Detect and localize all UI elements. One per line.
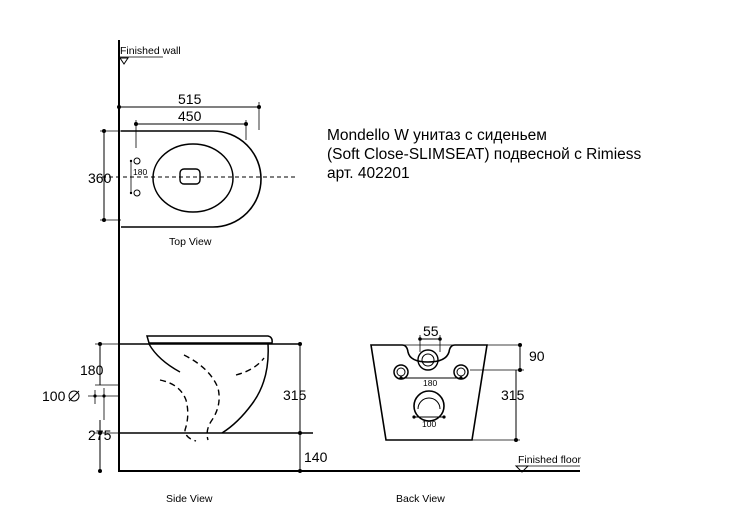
dim-back-315: 315 <box>501 387 525 403</box>
finished-wall: Finished wall <box>118 40 181 472</box>
finished-wall-label: Finished wall <box>120 45 181 57</box>
side-view-label: Side View <box>166 493 213 505</box>
dim-top-450: 450 <box>178 108 202 124</box>
product-title: Mondello W унитаз с сиденьем (Soft Close… <box>327 126 641 183</box>
dim-side-275: 275 <box>88 427 112 443</box>
dim-side-140: 140 <box>304 449 328 465</box>
dim-back-90: 90 <box>529 348 545 364</box>
product-title-line-1: Mondello W унитаз с сиденьем <box>327 127 547 144</box>
dim-top-180: 180 <box>133 167 147 177</box>
dim-side-100: 100 <box>42 388 66 404</box>
product-title-line-2: (Soft Close-SLIMSEAT) подвесной с Rimies… <box>327 146 642 163</box>
side-view: 180 100 275 315 140 Side View <box>42 335 328 505</box>
dim-top-360: 360 <box>88 170 112 186</box>
dim-back-100: 100 <box>422 419 436 429</box>
top-view-label: Top View <box>169 236 212 248</box>
dim-top-515: 515 <box>178 91 202 107</box>
dim-back-55: 55 <box>423 323 439 339</box>
product-title-line-3: арт. 402201 <box>327 165 410 182</box>
dim-side-315: 315 <box>283 387 307 403</box>
dim-side-180: 180 <box>80 362 104 378</box>
back-view: 55 180 100 90 315 Back View <box>370 323 545 505</box>
dim-back-180: 180 <box>423 378 437 388</box>
top-view: 180 515 450 360 Top View <box>88 91 297 248</box>
finished-floor-label: Finished floor <box>518 454 582 466</box>
finished-floor: Finished floor <box>119 454 582 473</box>
back-view-label: Back View <box>396 493 445 505</box>
